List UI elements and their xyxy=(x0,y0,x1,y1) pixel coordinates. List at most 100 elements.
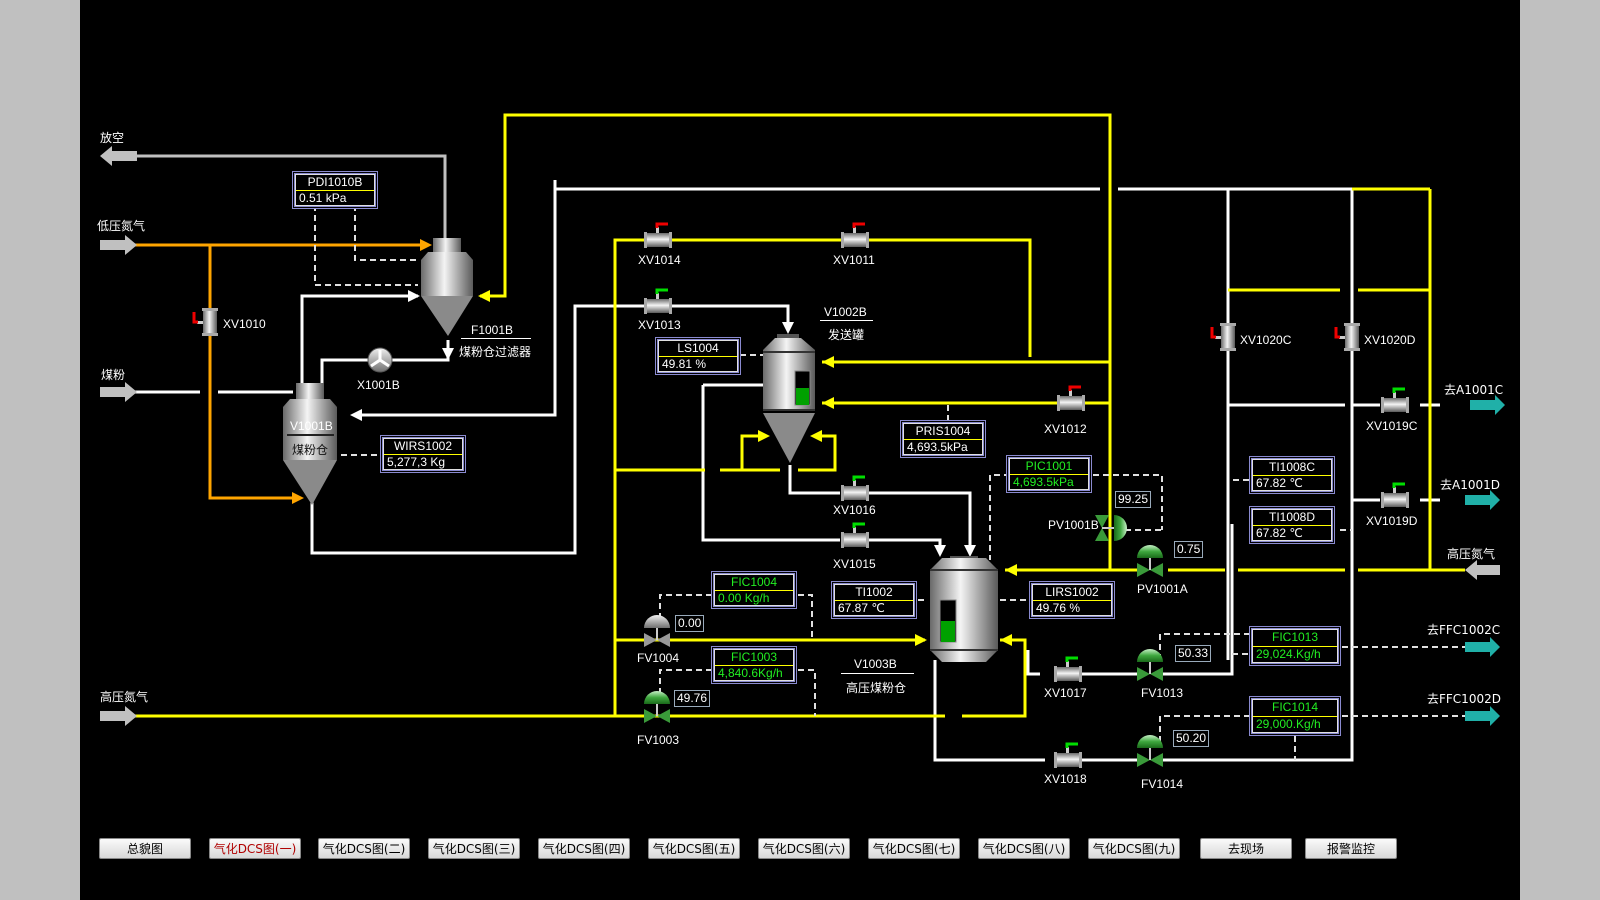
stream-label-hp-n2-left: 高压氮气 xyxy=(100,690,149,704)
pv1001a-control-valve-icon[interactable] xyxy=(1137,545,1163,577)
xv1017-valve-icon[interactable] xyxy=(1054,656,1082,682)
nav-button-11[interactable]: 去现场 xyxy=(1200,838,1292,859)
fv1014-label: FV1014 xyxy=(1141,777,1184,791)
v1003b-level-bar xyxy=(941,621,955,642)
fv1003-control-valve-icon[interactable] xyxy=(644,691,670,723)
nav-button-9[interactable]: 气化DCS图(八) xyxy=(978,838,1070,859)
outlet-arrows xyxy=(1465,395,1505,726)
fv1004-output[interactable]: 0.00 xyxy=(675,615,705,632)
nav-button-5[interactable]: 气化DCS图(四) xyxy=(538,838,630,859)
hp-n2-arrow-v1003-right xyxy=(1000,634,1012,646)
xv1012-label: XV1012 xyxy=(1044,422,1087,436)
v1003b-hp-bin[interactable] xyxy=(930,556,998,662)
nav-button-2[interactable]: 气化DCS图(一) xyxy=(209,838,301,859)
xv1015-valve-icon[interactable] xyxy=(841,522,869,548)
fic1003-value: 4,840.6Kg/h xyxy=(718,665,783,680)
xv1020d-valve-icon[interactable] xyxy=(1334,323,1360,351)
xv1010-valve-icon[interactable] xyxy=(192,308,218,336)
v1003b-tag: V1003B xyxy=(854,657,897,671)
v1002b-send-tank[interactable] xyxy=(763,334,815,463)
vent-line xyxy=(135,154,447,240)
x1001b-rotary-feeder-icon[interactable] xyxy=(367,347,393,373)
hp-n2-inlet-left-arrow xyxy=(100,706,137,726)
fv1003-label: FV1003 xyxy=(637,733,680,747)
pic1001-tag: PIC1001 xyxy=(1010,459,1088,475)
fic1013-tag: FIC1013 xyxy=(1253,630,1337,647)
fic1014-value: 29,000.Kg/h xyxy=(1256,716,1321,731)
xv1019c-label: XV1019C xyxy=(1366,419,1418,433)
ti1002-tag: TI1002 xyxy=(835,585,913,601)
nav-button-10[interactable]: 气化DCS图(九) xyxy=(1088,838,1180,859)
fv1013-label: FV1013 xyxy=(1141,686,1184,700)
fv1003-output[interactable]: 49.76 xyxy=(674,690,711,707)
ti1008c-value: 67.82 ℃ xyxy=(1256,475,1303,490)
arrow-to-v1003-b xyxy=(964,545,976,557)
f1001b-filter[interactable] xyxy=(421,238,473,336)
nav-button-12[interactable]: 报警监控 xyxy=(1305,838,1397,859)
xv1020c-label: XV1020C xyxy=(1240,333,1292,347)
hp-n2-arrow-v1002-top xyxy=(822,356,834,368)
nav-button-1[interactable]: 总貌图 xyxy=(99,838,191,859)
fv1014-control-valve-icon[interactable] xyxy=(1137,735,1163,767)
v1002b-level-bar xyxy=(796,388,809,405)
xv1011-label: XV1011 xyxy=(833,253,875,267)
fv1014-output[interactable]: 50.20 xyxy=(1173,730,1210,747)
xv1013-label: XV1013 xyxy=(638,318,681,332)
signal-lines xyxy=(314,205,1465,760)
xv1016-valve-icon[interactable] xyxy=(841,475,869,501)
xv1014-label: XV1014 xyxy=(638,253,681,267)
xv1019d-valve-icon[interactable] xyxy=(1381,482,1409,508)
pv1001b-control-valve-icon[interactable] xyxy=(1095,515,1127,541)
fv1013-control-valve-icon[interactable] xyxy=(1137,649,1163,681)
nav-button-4[interactable]: 气化DCS图(三) xyxy=(428,838,520,859)
xv1011-valve-icon[interactable] xyxy=(841,222,869,248)
pdi1010b-tag: PDI1010B xyxy=(296,175,374,191)
v1001b-coal-bin[interactable] xyxy=(283,383,337,505)
pv1001b-output[interactable]: 99.25 xyxy=(1115,491,1152,508)
xv1012-valve-icon[interactable] xyxy=(1057,385,1085,411)
wirs1002-value: 5,277,3 Kg xyxy=(387,454,446,469)
hp-n2-arrow-f1001 xyxy=(478,290,490,302)
f1001b-tag: F1001B xyxy=(471,323,514,337)
fv1013-output[interactable]: 50.33 xyxy=(1175,645,1212,662)
stream-label-hp-n2-right: 高压氮气 xyxy=(1447,547,1496,561)
lirs1002-value: 49.76 % xyxy=(1036,600,1081,615)
lirs1002-tag: LIRS1002 xyxy=(1033,585,1111,601)
x1001b-tag: X1001B xyxy=(357,378,400,392)
pv1001a-output[interactable]: 0.75 xyxy=(1174,541,1204,558)
nav-button-3[interactable]: 气化DCS图(二) xyxy=(318,838,410,859)
xv1018-valve-icon[interactable] xyxy=(1054,742,1082,768)
stream-label-to-ffc1002d: 去FFC1002D xyxy=(1427,692,1501,706)
xv1019c-valve-icon[interactable] xyxy=(1381,387,1409,413)
hp-n2-inlet-right-arrow xyxy=(1465,560,1500,580)
nav-button-7[interactable]: 气化DCS图(六) xyxy=(758,838,850,859)
xv1020c-valve-icon[interactable] xyxy=(1210,323,1236,351)
xv1013-valve-icon[interactable] xyxy=(644,288,672,314)
stream-label-coal: 煤粉 xyxy=(101,368,126,382)
nav-button-6[interactable]: 气化DCS图(五) xyxy=(648,838,740,859)
fic1014-tag: FIC1014 xyxy=(1253,700,1337,717)
stream-label-low-n2: 低压氮气 xyxy=(97,219,146,233)
fv1004-label: FV1004 xyxy=(637,651,680,665)
nav-button-8[interactable]: 气化DCS图(七) xyxy=(868,838,960,859)
v1002b-tag: V1002B xyxy=(824,305,867,319)
pris1004-value: 4,693.5kPa xyxy=(907,439,968,454)
stream-label-to-ffc1002c: 去FFC1002C xyxy=(1427,623,1501,637)
stream-label-to-a1001c: 去A1001C xyxy=(1444,383,1504,397)
xv1014-valve-icon[interactable] xyxy=(644,222,672,248)
fv1004-control-valve-icon[interactable] xyxy=(644,615,670,647)
ls1004-tag: LS1004 xyxy=(659,341,737,357)
